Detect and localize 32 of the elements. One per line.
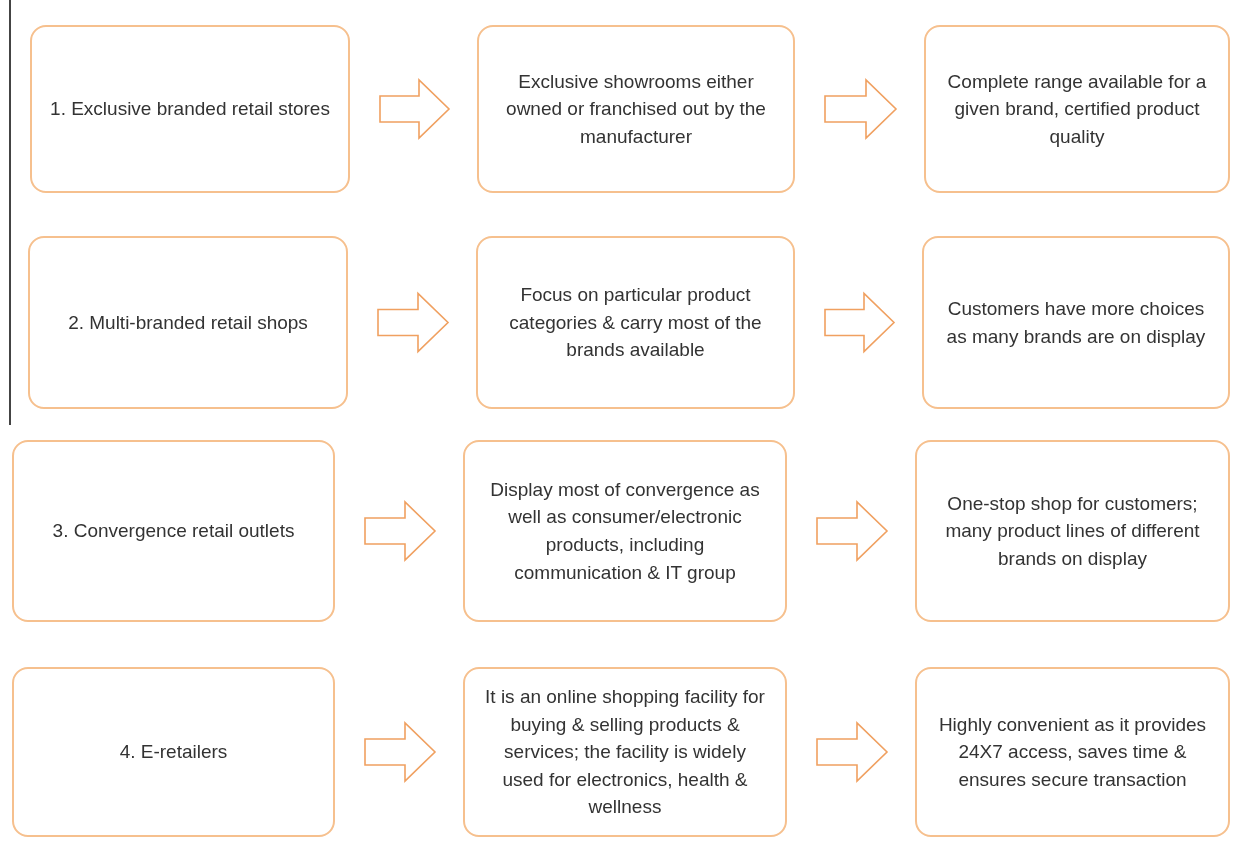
block-arrow (824, 291, 896, 354)
box-text: Focus on particular product categories & carry most of the brands available (508, 283, 763, 363)
process-box (915, 667, 1230, 837)
process-box (28, 236, 348, 409)
process-box (12, 667, 335, 837)
block-arrow (364, 500, 437, 562)
process-box (924, 25, 1230, 193)
box-text: It is an online shopping facility for buying & selling products & services; the facility is widely used for electronics, health & wellness (484, 685, 766, 820)
process-box (476, 236, 795, 409)
box-text: Customers have more choices as many brands are on display (945, 296, 1207, 349)
box-text: 4. E-retailers (119, 740, 228, 765)
process-box (463, 440, 787, 622)
box-text: Highly convenient as it provides 24X7 access, saves time & ensures secure transaction (937, 712, 1208, 792)
block-arrow (377, 291, 450, 354)
block-arrow (379, 78, 451, 140)
box-text: Display most of convergence as well as consumer/electronic products, including communication & IT group (489, 477, 761, 585)
box-text: Exclusive showrooms either owned or franchised out by the manufacturer (505, 69, 767, 149)
block-arrow (824, 78, 898, 140)
process-box (30, 25, 350, 193)
box-text: One-stop shop for customers; many product lines of different brands on display (944, 491, 1201, 571)
box-text: 3. Convergence retail outlets (52, 519, 295, 544)
process-box (915, 440, 1230, 622)
process-box (463, 667, 787, 837)
box-text: 2. Multi-branded retail shops (68, 310, 308, 335)
block-arrow (816, 500, 889, 562)
box-text: 1. Exclusive branded retail stores (50, 97, 330, 122)
process-box (12, 440, 335, 622)
process-box (922, 236, 1230, 409)
process-box (477, 25, 795, 193)
block-arrow (816, 721, 889, 783)
box-text: Complete range available for a given brand, certified product quality (946, 69, 1208, 149)
block-arrow (364, 721, 437, 783)
